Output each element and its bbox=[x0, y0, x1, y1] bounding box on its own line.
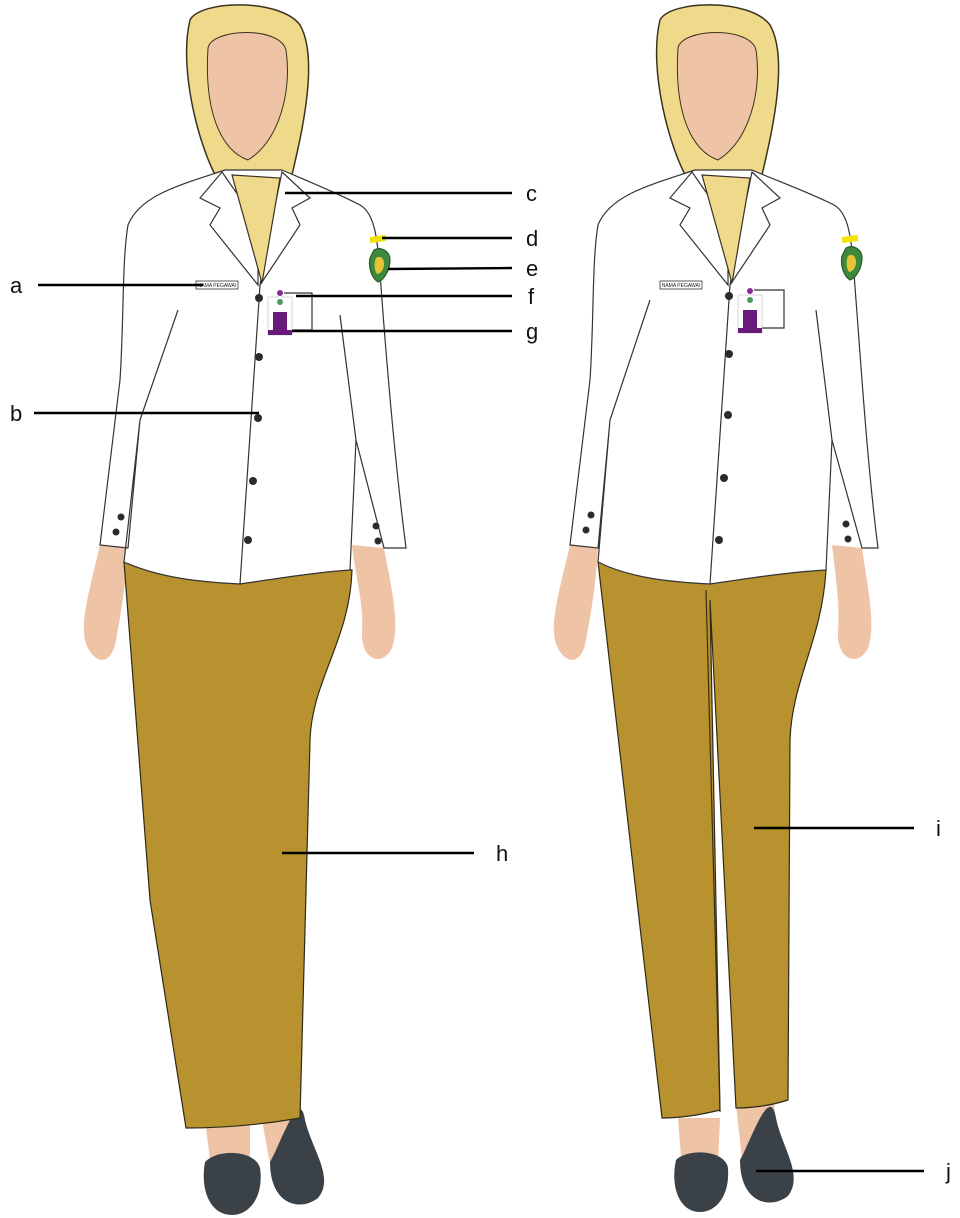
right-hand bbox=[832, 545, 871, 659]
left-shoe bbox=[674, 1152, 728, 1212]
cuff-button bbox=[375, 538, 382, 545]
callout-label-b: b bbox=[10, 401, 22, 426]
shirt-button bbox=[254, 414, 262, 422]
callout-label-g: g bbox=[526, 319, 538, 344]
id-card-emblem bbox=[277, 299, 283, 305]
left-hand bbox=[84, 545, 128, 660]
id-card-photo bbox=[273, 312, 287, 332]
shirt-button bbox=[255, 353, 263, 361]
callout-label-c: c bbox=[526, 181, 537, 206]
figure-trousers-uniform: NAMA PEGAWAI bbox=[554, 5, 878, 1212]
shirt-button bbox=[255, 294, 263, 302]
hijab bbox=[187, 5, 309, 190]
shirt-button bbox=[715, 536, 723, 544]
id-card-clip bbox=[747, 288, 753, 294]
callout-label-e: e bbox=[526, 256, 538, 281]
cuff-button bbox=[118, 514, 125, 521]
right-hand bbox=[352, 545, 395, 659]
callout-label-d: d bbox=[526, 226, 538, 251]
callout-label-a: a bbox=[10, 273, 23, 298]
cuff-button bbox=[845, 536, 852, 543]
id-card-band bbox=[268, 330, 292, 335]
shirt-button bbox=[244, 536, 252, 544]
shirt-button bbox=[720, 474, 728, 482]
cuff-button bbox=[583, 527, 590, 534]
cuff-button bbox=[373, 523, 380, 530]
left-shoe bbox=[204, 1153, 261, 1215]
shirt-button bbox=[725, 292, 733, 300]
shirt-button bbox=[249, 477, 257, 485]
callout-label-f: f bbox=[528, 284, 535, 309]
left-hand bbox=[554, 545, 598, 660]
cuff-button bbox=[113, 529, 120, 536]
cuff-button bbox=[843, 521, 850, 528]
callout-label-j: j bbox=[945, 1159, 951, 1184]
name-tag-text: NAMA PEGAWAI bbox=[662, 283, 701, 289]
hijab bbox=[657, 5, 779, 190]
skirt bbox=[124, 562, 352, 1128]
id-card-band bbox=[738, 328, 762, 333]
callout-label-i: i bbox=[936, 816, 941, 841]
figure-skirt-uniform: NAMA PEGAWAI bbox=[84, 5, 406, 1215]
cuff-button bbox=[588, 512, 595, 519]
shirt-button bbox=[725, 350, 733, 358]
callout-line-e bbox=[388, 268, 512, 269]
id-card-clip bbox=[277, 290, 283, 296]
trousers bbox=[598, 562, 826, 1118]
callout-label-h: h bbox=[496, 841, 508, 866]
id-card-photo bbox=[743, 310, 757, 330]
name-tag-text: NAMA PEGAWAI bbox=[198, 283, 237, 289]
id-card-emblem bbox=[747, 297, 753, 303]
shirt-button bbox=[724, 411, 732, 419]
